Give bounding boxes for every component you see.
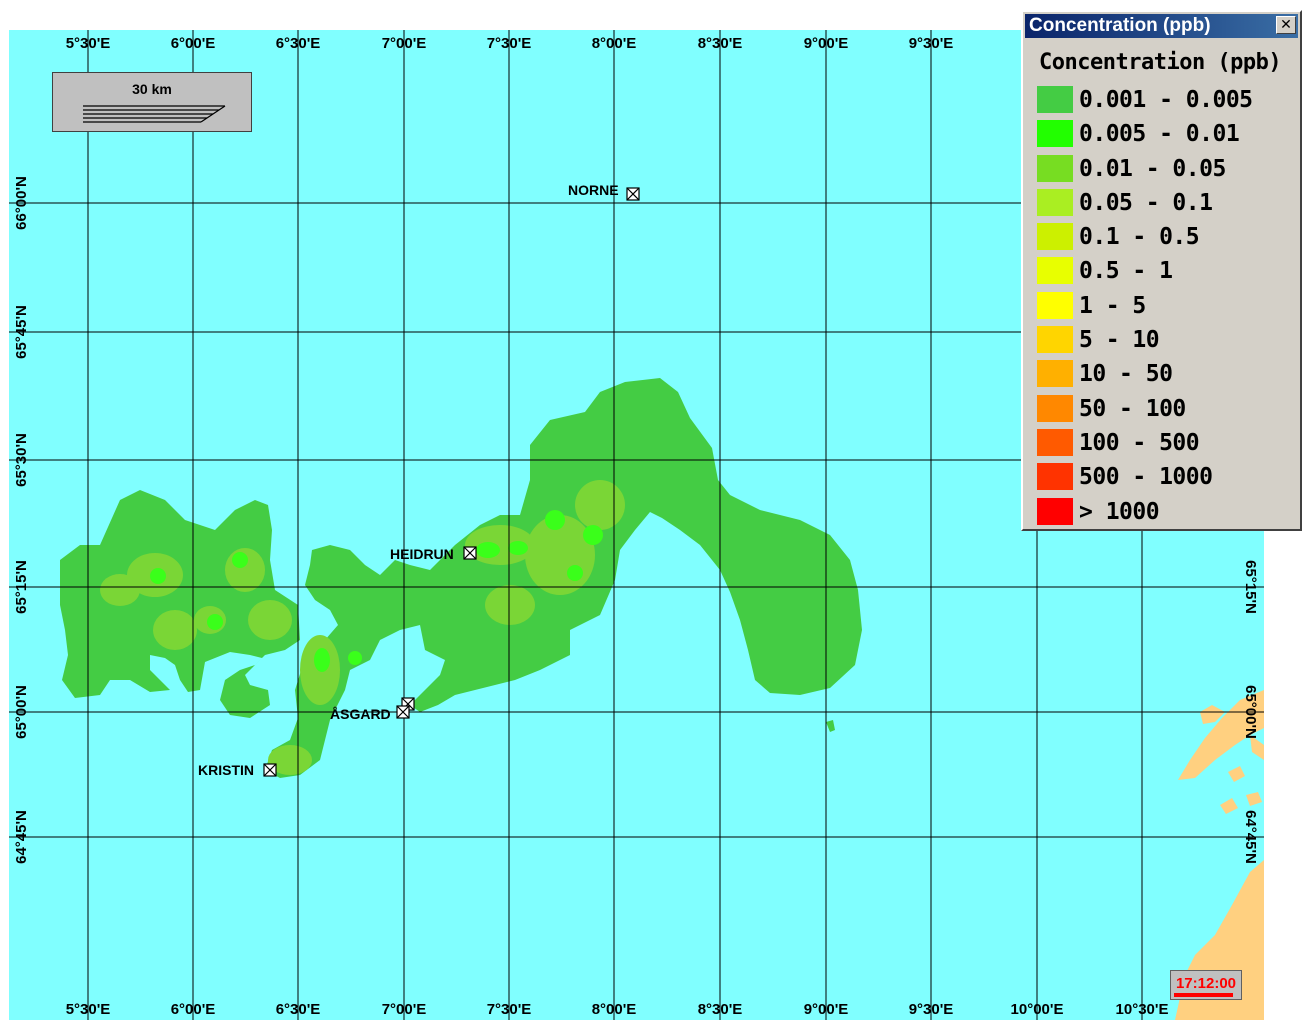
coordinate-label: 5°30'E [66,1001,111,1018]
coordinate-label: 6°00'E [171,35,216,52]
coordinate-label: 9°30'E [909,1001,954,1018]
legend-label: 0.5 - 1 [1079,258,1173,285]
legend-swatch [1037,463,1073,491]
coordinate-label: 6°00'E [171,1001,216,1018]
platform-icon [463,546,477,560]
legend-titlebar[interactable]: Concentration (ppb) [1025,14,1298,38]
coordinate-label: 64°45'N [13,810,30,864]
legend-label: 10 - 50 [1079,361,1173,388]
legend-label: 100 - 500 [1079,429,1200,456]
site-kristin[interactable]: KRISTIN [198,762,277,778]
coordinate-label: 66°00'N [13,176,30,230]
coordinate-label: 7°30'E [487,1001,532,1018]
legend-swatch [1037,120,1073,148]
site-label: ÅSGARD [330,706,391,722]
coordinate-label: 8°30'E [698,35,743,52]
coordinate-label: 7°30'E [487,35,532,52]
scale-bar: 30 km [52,72,252,132]
time-display: 17:12:00 [1170,970,1242,1000]
coordinate-label: 10°30'E [1116,1001,1169,1018]
coordinate-label: 65°15'N [1242,560,1259,614]
legend-swatch [1037,86,1073,113]
legend-label: 0.01 - 0.05 [1079,155,1226,182]
legend-label: 1 - 5 [1079,292,1146,319]
site-asgard[interactable]: ÅSGARD [330,697,415,722]
legend-swatch [1037,360,1073,388]
scale-bar-graphic [83,105,226,123]
legend-swatch [1037,223,1073,251]
coordinate-label: 8°30'E [698,1001,743,1018]
site-label: HEIDRUN [390,546,454,562]
legend-label: 50 - 100 [1079,395,1186,422]
coordinate-label: 65°45'N [13,305,30,359]
legend-window-title: Concentration (ppb) [1029,15,1211,36]
platform-icon [396,705,410,719]
site-label: KRISTIN [198,762,254,778]
platform-icon [263,763,277,777]
coordinate-label: 65°30'N [13,433,30,487]
legend-swatch [1037,291,1073,319]
legend-swatch [1037,154,1073,182]
coordinate-label: 65°00'N [13,685,30,739]
legend-label: 5 - 10 [1079,327,1160,354]
legend-swatch [1037,497,1073,525]
time-value: 17:12:00 [1175,975,1237,992]
legend-label: 0.1 - 0.5 [1079,224,1200,251]
coordinate-label: 9°00'E [804,35,849,52]
lon-labels-bottom: 5°30'E 6°00'E 6°30'E 7°00'E 7°30'E 8°00'E 8°30… [66,1001,1169,1018]
scale-bar-label: 30 km [132,81,172,97]
site-heidrun[interactable]: HEIDRUN [390,546,477,562]
close-icon[interactable]: ✕ [1276,16,1296,34]
coordinate-label: 9°00'E [804,1001,849,1018]
coordinate-label: 5°30'E [66,35,111,52]
lat-labels-right: 65°15'N 65°00'N 64°45'N [1242,560,1259,864]
legend-swatch [1037,188,1073,216]
coordinate-label: 7°00'E [382,1001,427,1018]
legend-label: 0.005 - 0.01 [1079,121,1240,148]
legend-swatch [1037,394,1073,422]
lat-labels-left: 66°00'N 65°45'N 65°30'N 65°15'N 65°00'N 64°45… [13,176,30,864]
legend-label: 0.001 - 0.005 [1079,87,1253,113]
site-label: NORNE [568,182,619,198]
legend-label: 0.05 - 0.1 [1079,189,1213,216]
coordinate-label: 7°00'E [382,35,427,52]
coordinate-label: 10°00'E [1011,1001,1064,1018]
coordinate-label: 65°15'N [13,560,30,614]
legend-swatch [1037,326,1073,354]
coordinate-label: 6°30'E [276,35,321,52]
legend-label: 500 - 1000 [1079,464,1213,491]
coordinate-label: 64°45'N [1242,810,1259,864]
site-norne[interactable]: NORNE [568,182,640,201]
coordinate-label: 6°30'E [276,1001,321,1018]
platform-icon [626,187,640,201]
coordinate-label: 8°00'E [592,35,637,52]
time-progress-bar [1174,993,1233,997]
legend-label: > 1000 [1079,498,1160,525]
legend-heading: Concentration (ppb) [1039,50,1282,75]
coordinate-label: 8°00'E [592,1001,637,1018]
coordinate-label: 9°30'E [909,35,954,52]
legend-window[interactable]: Concentration (ppb) ✕ Concentration (ppb… [1021,10,1302,531]
legend-swatch [1037,428,1073,456]
concentration-plume [60,378,862,778]
coordinate-label: 65°00'N [1242,685,1259,739]
legend-swatch [1037,257,1073,285]
